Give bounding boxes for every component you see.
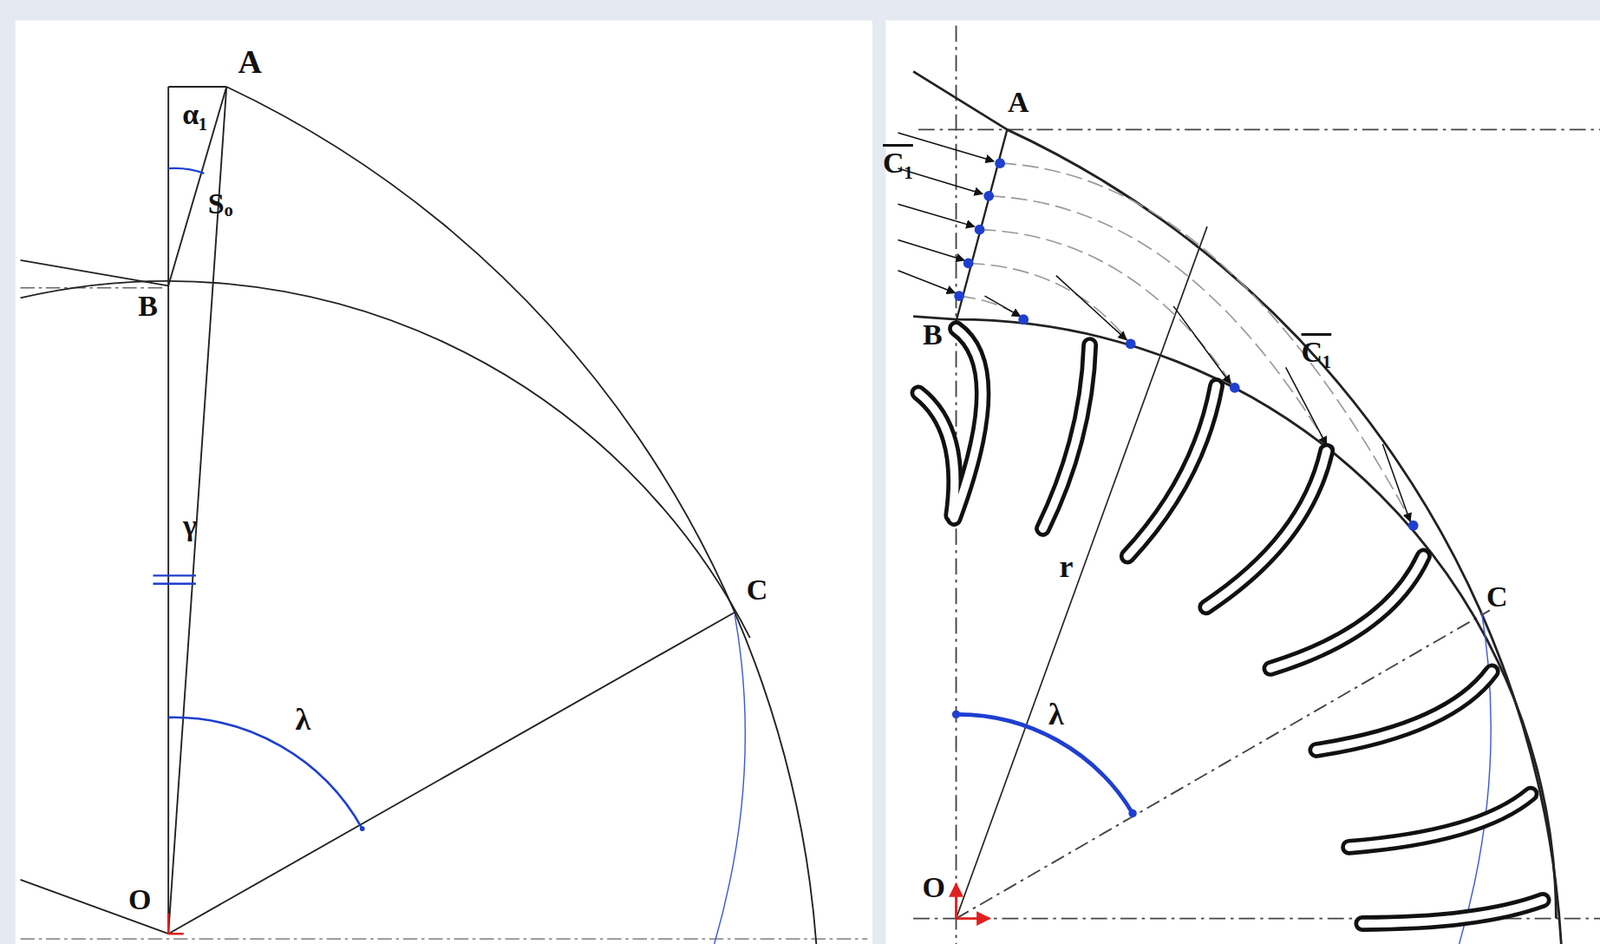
- left-panel: [15, 20, 873, 944]
- point-label: A: [1007, 87, 1030, 118]
- angle-label: λ: [295, 703, 312, 735]
- angle-label: λ: [1048, 698, 1065, 730]
- point-label: C: [1486, 581, 1509, 612]
- right-geometry: [897, 25, 1600, 944]
- point-label: O: [921, 872, 945, 902]
- point-label: B: [137, 291, 158, 321]
- right-panel: [885, 20, 1600, 944]
- point-label: O: [128, 884, 151, 915]
- point-label: C: [746, 574, 769, 605]
- left-geometry: [20, 86, 869, 944]
- velocity-label: C₁: [882, 148, 914, 178]
- radius-label: r: [1059, 550, 1074, 582]
- velocity-label: C₁: [1301, 337, 1333, 367]
- dimension-label: Sₒ: [208, 189, 234, 219]
- point-label: B: [922, 320, 943, 350]
- angle-label: α₁: [182, 99, 208, 130]
- blade-row: [918, 328, 1543, 924]
- angle-label: γ: [182, 510, 197, 541]
- point-label: A: [238, 45, 262, 79]
